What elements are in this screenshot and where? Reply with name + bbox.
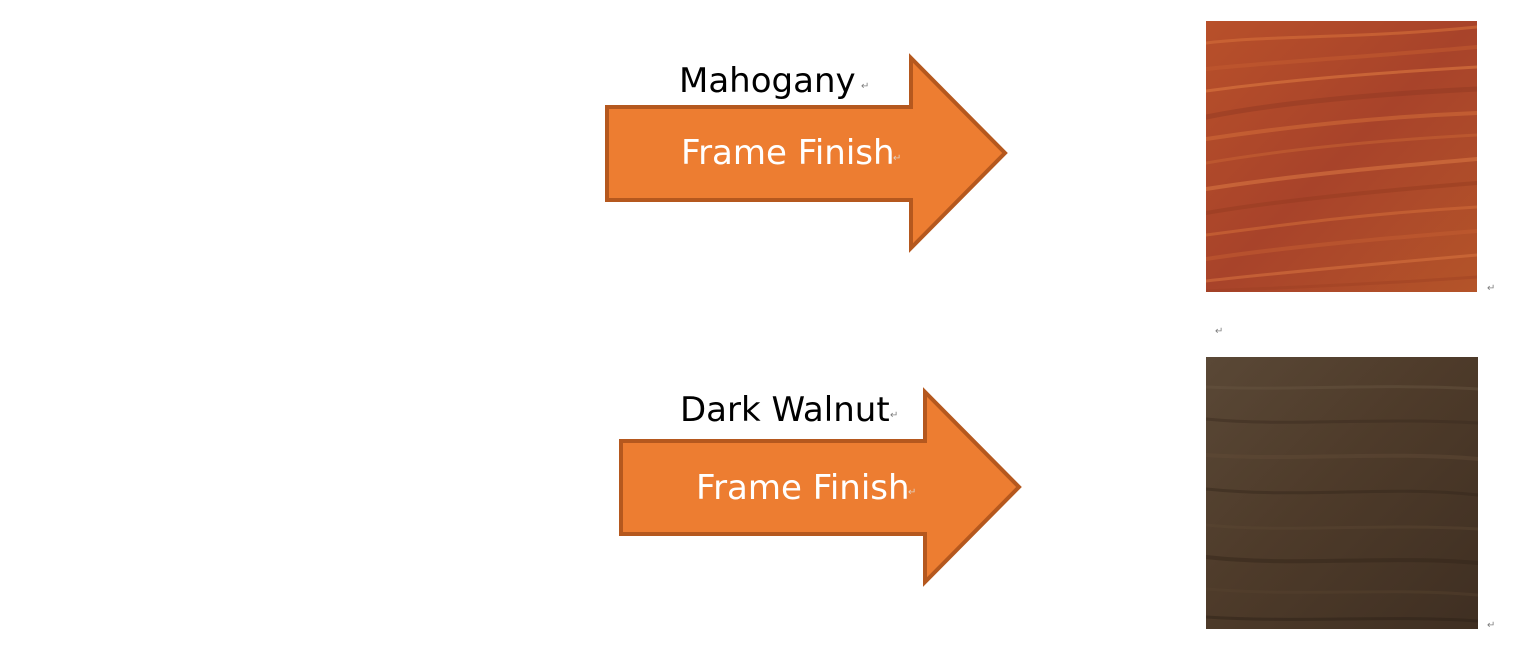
- dark-walnut-wood-swatch: [1206, 357, 1478, 629]
- paragraph-mark-icon: ↵: [908, 487, 917, 498]
- frame-finish-label: Frame Finish: [681, 133, 895, 173]
- finish-name-label: Dark Walnut: [680, 390, 890, 430]
- paragraph-mark-icon: ↵: [1487, 283, 1496, 294]
- right-arrow-shape: [605, 53, 1008, 253]
- paragraph-mark-icon: ↵: [1487, 620, 1496, 631]
- frame-finish-label: Frame Finish: [696, 468, 910, 508]
- paragraph-mark-icon: ↵: [861, 81, 870, 92]
- finish-name-label: Mahogany: [679, 61, 856, 101]
- mahogany-wood-swatch: [1206, 21, 1477, 292]
- paragraph-mark-icon: ↵: [890, 410, 899, 421]
- paragraph-mark-icon: ↵: [893, 153, 902, 164]
- paragraph-mark-icon: ↵: [1215, 326, 1224, 337]
- right-arrow-shape: [619, 387, 1022, 587]
